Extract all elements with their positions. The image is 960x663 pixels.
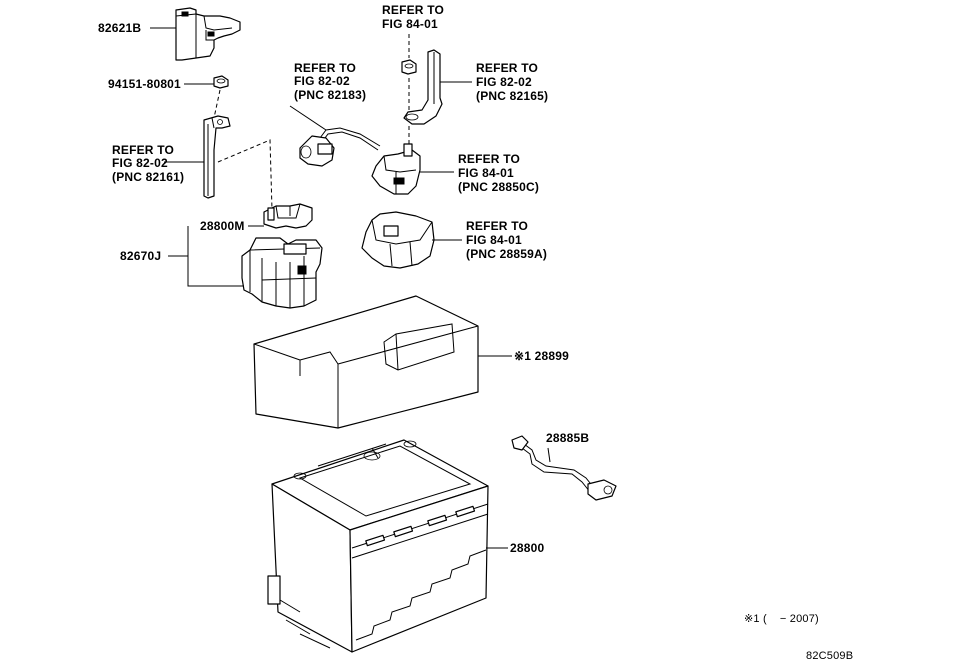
label-refer-top: REFER TO xyxy=(382,3,444,17)
label-82621B[interactable]: 82621B xyxy=(98,21,141,35)
label-94151-80801[interactable]: 94151-80801 xyxy=(108,77,181,91)
label-28899[interactable]: ※1 28899 xyxy=(514,349,569,363)
label-82670J[interactable]: 82670J xyxy=(120,249,161,263)
nut-dashed-guide xyxy=(213,89,221,119)
terminal-clamp-28850C-drawing[interactable] xyxy=(371,143,421,195)
top-nut-drawing[interactable] xyxy=(401,59,417,75)
footnote: ※1 ( − 2007) xyxy=(744,613,819,625)
label-refer-82165: REFER TO xyxy=(476,61,538,75)
fuse-block-drawing[interactable] xyxy=(241,237,323,309)
strap-dashed-guide xyxy=(217,139,273,211)
wire-harness-82183-drawing[interactable] xyxy=(299,127,381,167)
label-refer-28859A: REFER TO xyxy=(466,219,528,233)
label-fig-82183: FIG 82-02 xyxy=(294,74,350,88)
label-fig-8401-top[interactable]: FIG 84-01 xyxy=(382,17,438,31)
cable-strap-drawing[interactable] xyxy=(203,115,231,199)
terminal-cover-drawing[interactable] xyxy=(175,7,241,61)
label-fig-82161: FIG 82-02 xyxy=(112,156,168,170)
leader-lines xyxy=(150,27,551,549)
terminal-cover-28859A-drawing[interactable] xyxy=(361,211,435,269)
label-pnc-28859A[interactable]: (PNC 28859A) xyxy=(466,247,547,261)
battery-cover-box-drawing[interactable] xyxy=(253,295,479,429)
battery-drawing[interactable] xyxy=(267,439,489,653)
figure-code: 82C509B xyxy=(806,650,853,662)
label-pnc-82183[interactable]: (PNC 82183) xyxy=(294,88,366,102)
label-refer-82161: REFER TO xyxy=(112,143,174,157)
label-refer-82183: REFER TO xyxy=(294,61,356,75)
label-fig-28859A: FIG 84-01 xyxy=(466,233,522,247)
battery-cable-82165-drawing[interactable] xyxy=(403,49,443,125)
label-fig-28850C: FIG 84-01 xyxy=(458,166,514,180)
label-pnc-82161[interactable]: (PNC 82161) xyxy=(112,170,184,184)
label-refer-28850C: REFER TO xyxy=(458,152,520,166)
vent-hose-drawing[interactable] xyxy=(511,435,617,501)
label-28885B[interactable]: 28885B xyxy=(546,431,589,445)
nut-drawing[interactable] xyxy=(213,75,229,89)
label-fig-82165: FIG 82-02 xyxy=(476,75,532,89)
label-28800M[interactable]: 28800M xyxy=(200,219,245,233)
terminal-clamp-drawing[interactable] xyxy=(263,203,313,229)
label-28800[interactable]: 28800 xyxy=(510,541,544,555)
label-pnc-82165[interactable]: (PNC 82165) xyxy=(476,89,548,103)
label-pnc-28850C[interactable]: (PNC 28850C) xyxy=(458,180,539,194)
